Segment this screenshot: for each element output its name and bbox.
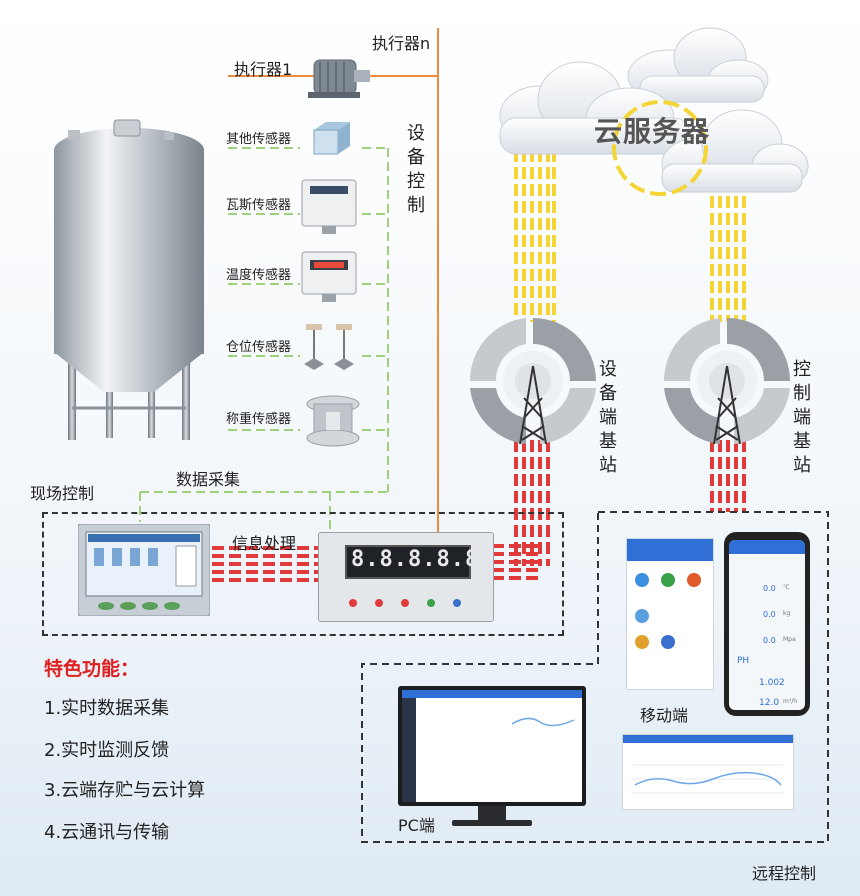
control-base-station-label: 控制端基站: [793, 359, 811, 476]
phone-reading-2: 0.0: [763, 610, 776, 619]
web-chart-header: [623, 735, 793, 743]
display-button-2: [375, 599, 383, 607]
sensor-label-other: 其他传感器: [226, 132, 292, 147]
gas-sensor-icon: [301, 179, 357, 234]
web-trend-chart: [633, 764, 783, 794]
motor-icon: [308, 59, 370, 98]
temperature-sensor-icon: [301, 251, 357, 302]
cloud-server-title: 云服务器: [594, 115, 711, 148]
phone-header: [729, 540, 805, 554]
web-chart-screen: [622, 734, 794, 810]
sensor-wires: [139, 147, 389, 530]
display-screen: [345, 545, 471, 579]
device-base-station-label: 设备端基站: [599, 359, 617, 476]
warning-icon: [687, 573, 701, 587]
pc-base: [452, 820, 532, 826]
cloud-server-graphic: [499, 27, 809, 196]
data-collection-label: 数据采集: [176, 470, 241, 489]
phone-reading-5: 12.0: [759, 698, 780, 708]
phone-reading-3: 0.0: [763, 636, 776, 645]
info-processing-label: 信息处理: [232, 534, 297, 553]
display-buttons: [349, 599, 469, 609]
control-base-station-icon: [664, 318, 790, 445]
remote-control-label: 远程控制: [752, 864, 817, 883]
station-links: [212, 440, 746, 582]
mobile-phone: 0.0 0.0 0.0 1.002 12.0 ℃ kg Mpa PH m³/h: [724, 532, 810, 716]
pc-trend-chart: [511, 717, 575, 727]
feature-item-4: 4.云通讯与传输: [44, 822, 170, 843]
phone-unit-3: Mpa: [783, 636, 796, 643]
phone-screen: 0.0 0.0 0.0 1.002 12.0 ℃ kg Mpa PH m³/h: [729, 540, 805, 710]
app-icon-2: [661, 573, 675, 587]
sensor-label-temperature: 温度传感器: [226, 268, 292, 283]
feature-item-1: 1.实时数据采集: [44, 698, 170, 719]
feature-item-2: 2.实时监测反馈: [44, 740, 170, 761]
display-button-4: [427, 599, 435, 607]
pc-monitor: [398, 686, 586, 806]
display-button-1: [349, 599, 357, 607]
level-sensor-icon: [304, 324, 354, 370]
phone-unit-5: m³/h: [783, 698, 798, 705]
phone-reading-1: 0.0: [763, 584, 776, 593]
phone-unit-1: ℃: [783, 584, 790, 591]
field-control-box: [42, 512, 564, 636]
cloud-links: [514, 150, 746, 322]
mobile-app-icons: [635, 573, 707, 673]
other-sensor-icon: [313, 122, 350, 155]
sensor-label-gas: 瓦斯传感器: [226, 198, 292, 213]
weighing-display-controller: 8.8.8.8.8: [318, 532, 494, 622]
phone-reading-4: 1.002: [759, 678, 785, 688]
pc-stand: [478, 806, 506, 822]
display-value: 8.8.8.8.8: [351, 547, 480, 572]
sensor-label-weight: 称重传感器: [226, 412, 292, 427]
gear-icon: [635, 635, 649, 649]
phone-unit-2: kg: [783, 610, 791, 617]
device-control-label: 设备控制: [407, 123, 425, 216]
mobile-app-header: [627, 539, 713, 561]
actuator-1-label: 执行器1: [234, 60, 293, 79]
feature-item-3: 3.云端存贮与云计算: [44, 780, 206, 801]
mobile-app-screen-menu: [626, 538, 714, 690]
pc-sidebar: [402, 698, 416, 802]
mobile-label: 移动端: [640, 706, 689, 725]
phone-ph-label: PH: [737, 656, 750, 666]
touch-panel-hmi: [78, 524, 210, 616]
info-icon: [661, 635, 675, 649]
features-title: 特色功能：: [44, 658, 140, 680]
display-button-3: [401, 599, 409, 607]
weight-sensor-icon: [306, 395, 360, 447]
pc-label: PC端: [398, 816, 435, 835]
chart-icon: [635, 609, 649, 623]
pc-screen: [402, 690, 582, 802]
tank-graphic: [54, 119, 204, 440]
sensor-label-level: 仓位传感器: [226, 340, 292, 355]
app-icon-1: [635, 573, 649, 587]
pc-header: [402, 690, 582, 698]
field-control-label: 现场控制: [30, 484, 95, 503]
display-button-5: [453, 599, 461, 607]
device-base-station-icon: [470, 318, 596, 445]
actuator-n-label: 执行器n: [372, 34, 431, 53]
